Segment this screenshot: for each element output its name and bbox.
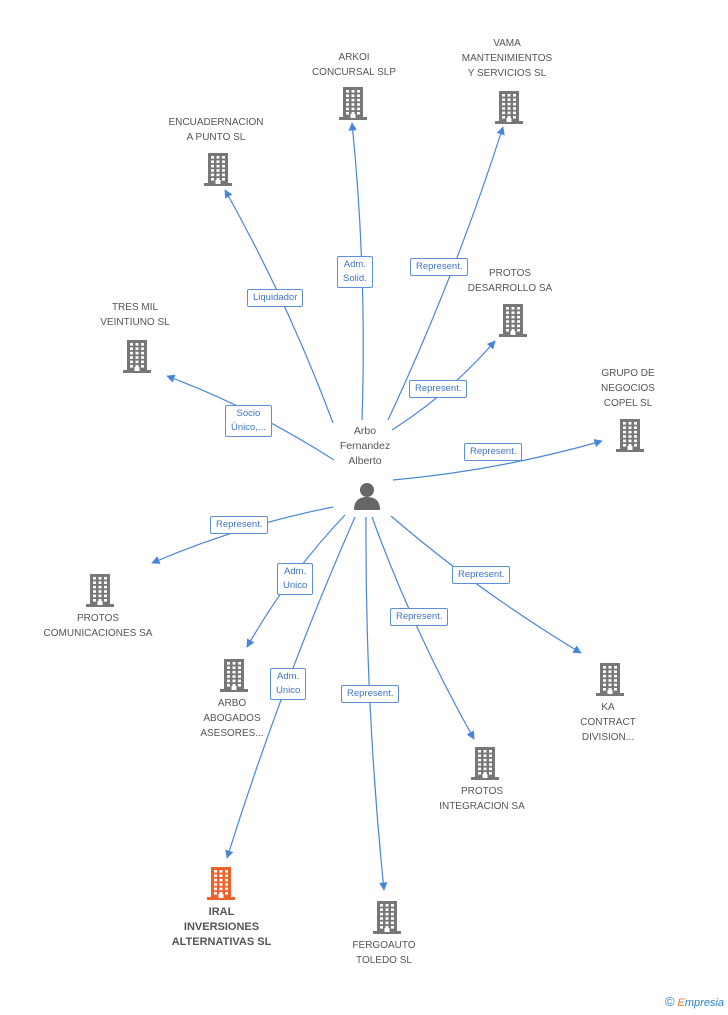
building-icon[interactable] (218, 658, 250, 692)
relation-label-vama: Represent. (410, 258, 469, 276)
building-icon[interactable] (337, 86, 369, 120)
company-name-encuadernacion[interactable]: ENCUADERNACION A PUNTO SL (168, 117, 264, 143)
relation-label-ka-contract: Represent. (452, 566, 511, 584)
relation-label-tres-mil: Socio Único,... (225, 405, 272, 437)
building-icon[interactable] (614, 418, 646, 452)
building-icon[interactable] (205, 866, 237, 900)
building-icon[interactable] (84, 573, 116, 607)
edge-fergoauto (365, 516, 388, 891)
company-name-vama[interactable]: VAMA MANTENIMIENTOS Y SERVICIOS SL (461, 38, 553, 79)
edge-ka-contract (390, 515, 582, 654)
company-name-tres-mil[interactable]: TRES MIL VEINTIUNO SL (100, 302, 170, 328)
relation-label-grupo-copel: Represent. (464, 443, 523, 461)
company-name-protos-comunicaciones[interactable]: PROTOS COMUNICACIONES SA (43, 613, 153, 639)
building-icon[interactable] (594, 662, 626, 696)
company-name-ka-contract[interactable]: KA CONTRACT DIVISION... (580, 702, 636, 743)
relation-label-fergoauto: Represent. (341, 685, 400, 703)
company-name-arkoi[interactable]: ARKOI CONCURSAL SLP (311, 52, 397, 78)
company-name-grupo-copel[interactable]: GRUPO DE NEGOCIOS COPEL SL (601, 368, 655, 409)
edge-protos-integracion (371, 516, 475, 740)
company-name-arbo-abogados[interactable]: ARBO ABOGADOS ASESORES... (200, 698, 264, 739)
copyright-symbol: © (664, 994, 675, 1009)
building-icon[interactable] (371, 900, 403, 934)
center-person-name[interactable]: Arbo Fernandez Alberto (339, 425, 391, 467)
building-icon[interactable] (121, 339, 153, 373)
relation-label-arbo-abogados: Adm. Unico (277, 563, 314, 595)
company-name-fergoauto[interactable]: FERGOAUTO TOLEDO SL (352, 940, 416, 966)
relation-label-protos-comunicaciones: Represent. (210, 516, 269, 534)
center-person-icon[interactable] (351, 480, 383, 512)
footer-brand: ©Empresia (665, 994, 724, 1009)
edge-grupo-copel (392, 439, 603, 481)
building-icon[interactable] (497, 303, 529, 337)
relation-label-encuadernacion: Liquidador (247, 289, 304, 307)
company-name-protos-desarrollo[interactable]: PROTOS DESARROLLO SA (467, 268, 553, 294)
company-name-iral[interactable]: IRAL INVERSIONES ALTERNATIVAS SL (171, 906, 272, 948)
building-icon[interactable] (493, 90, 525, 124)
brand-logo: Empresia (677, 997, 724, 1009)
relation-label-arkoi: Adm. Solid. (337, 256, 373, 288)
relation-label-iral: Adm. Unico (270, 668, 307, 700)
relation-label-protos-desarrollo: Represent. (409, 380, 468, 398)
building-icon[interactable] (469, 746, 501, 780)
company-name-protos-integracion[interactable]: PROTOS INTEGRACION SA (439, 786, 525, 812)
building-icon[interactable] (202, 152, 234, 186)
relation-label-protos-integracion: Represent. (390, 608, 449, 626)
